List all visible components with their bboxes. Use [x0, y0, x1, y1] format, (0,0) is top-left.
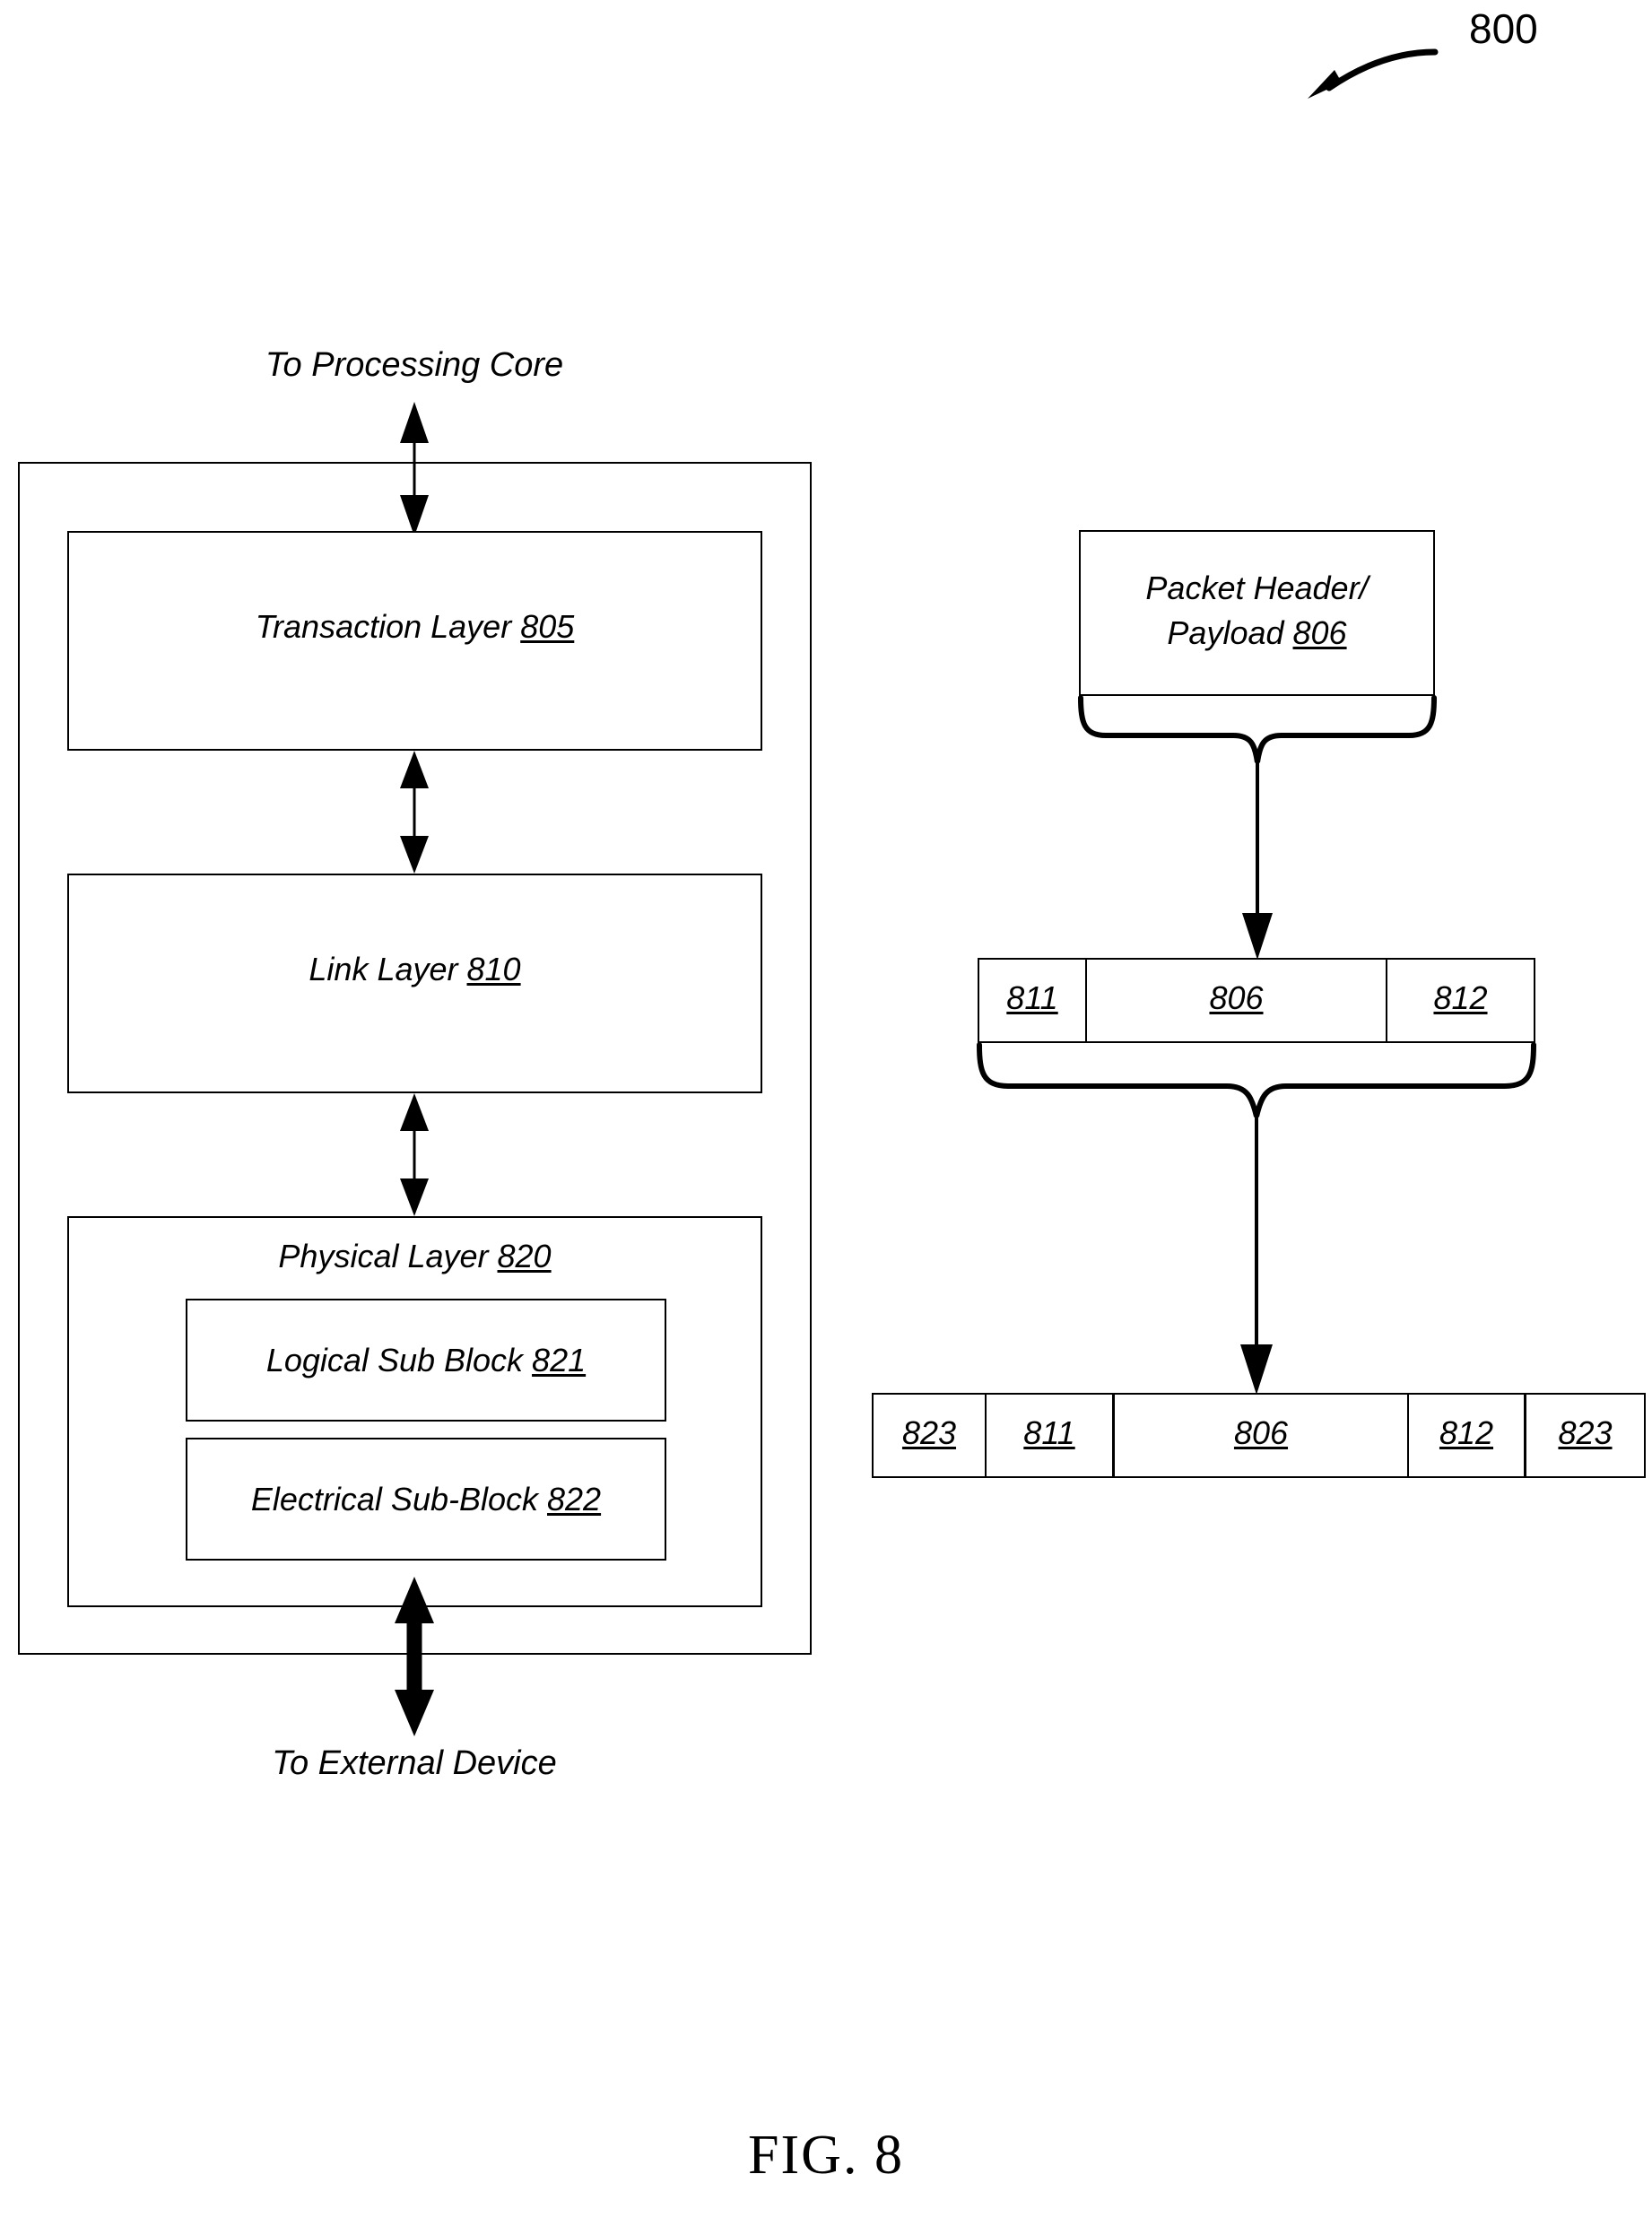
figure-number: 800: [1469, 5, 1538, 52]
physical-frame-cell-806-ref: 806: [1233, 1414, 1289, 1451]
logical-sub-block-title: Logical Sub Block: [265, 1342, 533, 1378]
logical-sub-block-ref: 821: [532, 1342, 587, 1378]
physical-frame-row: 823 811 806 812 823: [872, 1393, 1646, 1478]
physical-frame-cell-812-ref: 812: [1439, 1414, 1494, 1451]
link-frame-cell-812[interactable]: 812: [1387, 960, 1534, 1041]
processing-core-connector-arrow: [400, 402, 429, 536]
link-frame-cell-806[interactable]: 806: [1087, 960, 1386, 1041]
physical-frame-cell-823-right[interactable]: 823: [1526, 1395, 1644, 1476]
physical-frame-cell-811[interactable]: 811: [987, 1395, 1112, 1476]
physical-frame-divider-3: [1407, 1395, 1409, 1476]
to-external-device-label: To External Device: [272, 1744, 557, 1782]
transaction-link-connector-arrow: [400, 751, 429, 874]
electrical-sub-block-title: Electrical Sub-Block: [250, 1481, 548, 1518]
packet-header-payload-box[interactable]: Packet Header/ Payload 806: [1079, 530, 1435, 696]
electrical-sub-block-box[interactable]: Electrical Sub-Block 822: [186, 1438, 666, 1561]
packet-source-ref: 806: [1292, 614, 1347, 651]
electrical-sub-block-ref: 822: [547, 1481, 602, 1518]
physical-frame-divider-1: [985, 1395, 987, 1476]
link-layer-ref: 810: [466, 951, 521, 987]
packet-to-link-frame-brace-arrow: [1078, 695, 1437, 960]
link-frame-cell-812-ref: 812: [1433, 979, 1488, 1016]
physical-frame-cell-823-left-ref: 823: [901, 1414, 957, 1451]
link-layer-title: Link Layer: [309, 951, 467, 987]
physical-layer-heading: Physical Layer 820: [69, 1238, 761, 1275]
physical-frame-divider-4: [1524, 1395, 1526, 1476]
link-layer-box[interactable]: Link Layer 810: [67, 874, 762, 1093]
physical-layer-ref: 820: [497, 1238, 552, 1274]
physical-layer-title: Physical Layer: [278, 1238, 498, 1274]
transaction-layer-title: Transaction Layer: [255, 608, 521, 645]
transaction-layer-ref: 805: [520, 608, 575, 645]
physical-frame-cell-823-right-ref: 823: [1558, 1414, 1613, 1451]
physical-frame-divider-2: [1112, 1395, 1115, 1476]
link-physical-connector-arrow: [400, 1093, 429, 1216]
physical-frame-cell-823-left[interactable]: 823: [874, 1395, 985, 1476]
link-frame-divider-2: [1386, 960, 1387, 1041]
transaction-layer-box[interactable]: Transaction Layer 805: [67, 531, 762, 751]
physical-layer-box[interactable]: Physical Layer 820 Logical Sub Block 821…: [67, 1216, 762, 1607]
figure-number-leader-arrow: [1308, 48, 1439, 99]
link-frame-row: 811 806 812: [978, 958, 1535, 1043]
figure-caption: FIG. 8: [748, 2125, 904, 2186]
physical-frame-cell-812[interactable]: 812: [1409, 1395, 1524, 1476]
link-frame-cell-806-ref: 806: [1209, 979, 1264, 1016]
external-device-connector-arrow: [395, 1577, 434, 1736]
packet-source-line2: Payload: [1167, 614, 1293, 651]
packet-source-line1: Packet Header/: [1145, 570, 1369, 606]
physical-frame-cell-806[interactable]: 806: [1115, 1395, 1407, 1476]
logical-sub-block-box[interactable]: Logical Sub Block 821: [186, 1299, 666, 1422]
link-frame-cell-811-ref: 811: [1006, 979, 1058, 1016]
link-to-physical-frame-brace-arrow: [977, 1042, 1536, 1395]
link-frame-divider-1: [1085, 960, 1087, 1041]
to-processing-core-label: To Processing Core: [265, 346, 564, 384]
physical-frame-cell-811-ref: 811: [1023, 1414, 1075, 1451]
link-frame-cell-811[interactable]: 811: [979, 960, 1085, 1041]
